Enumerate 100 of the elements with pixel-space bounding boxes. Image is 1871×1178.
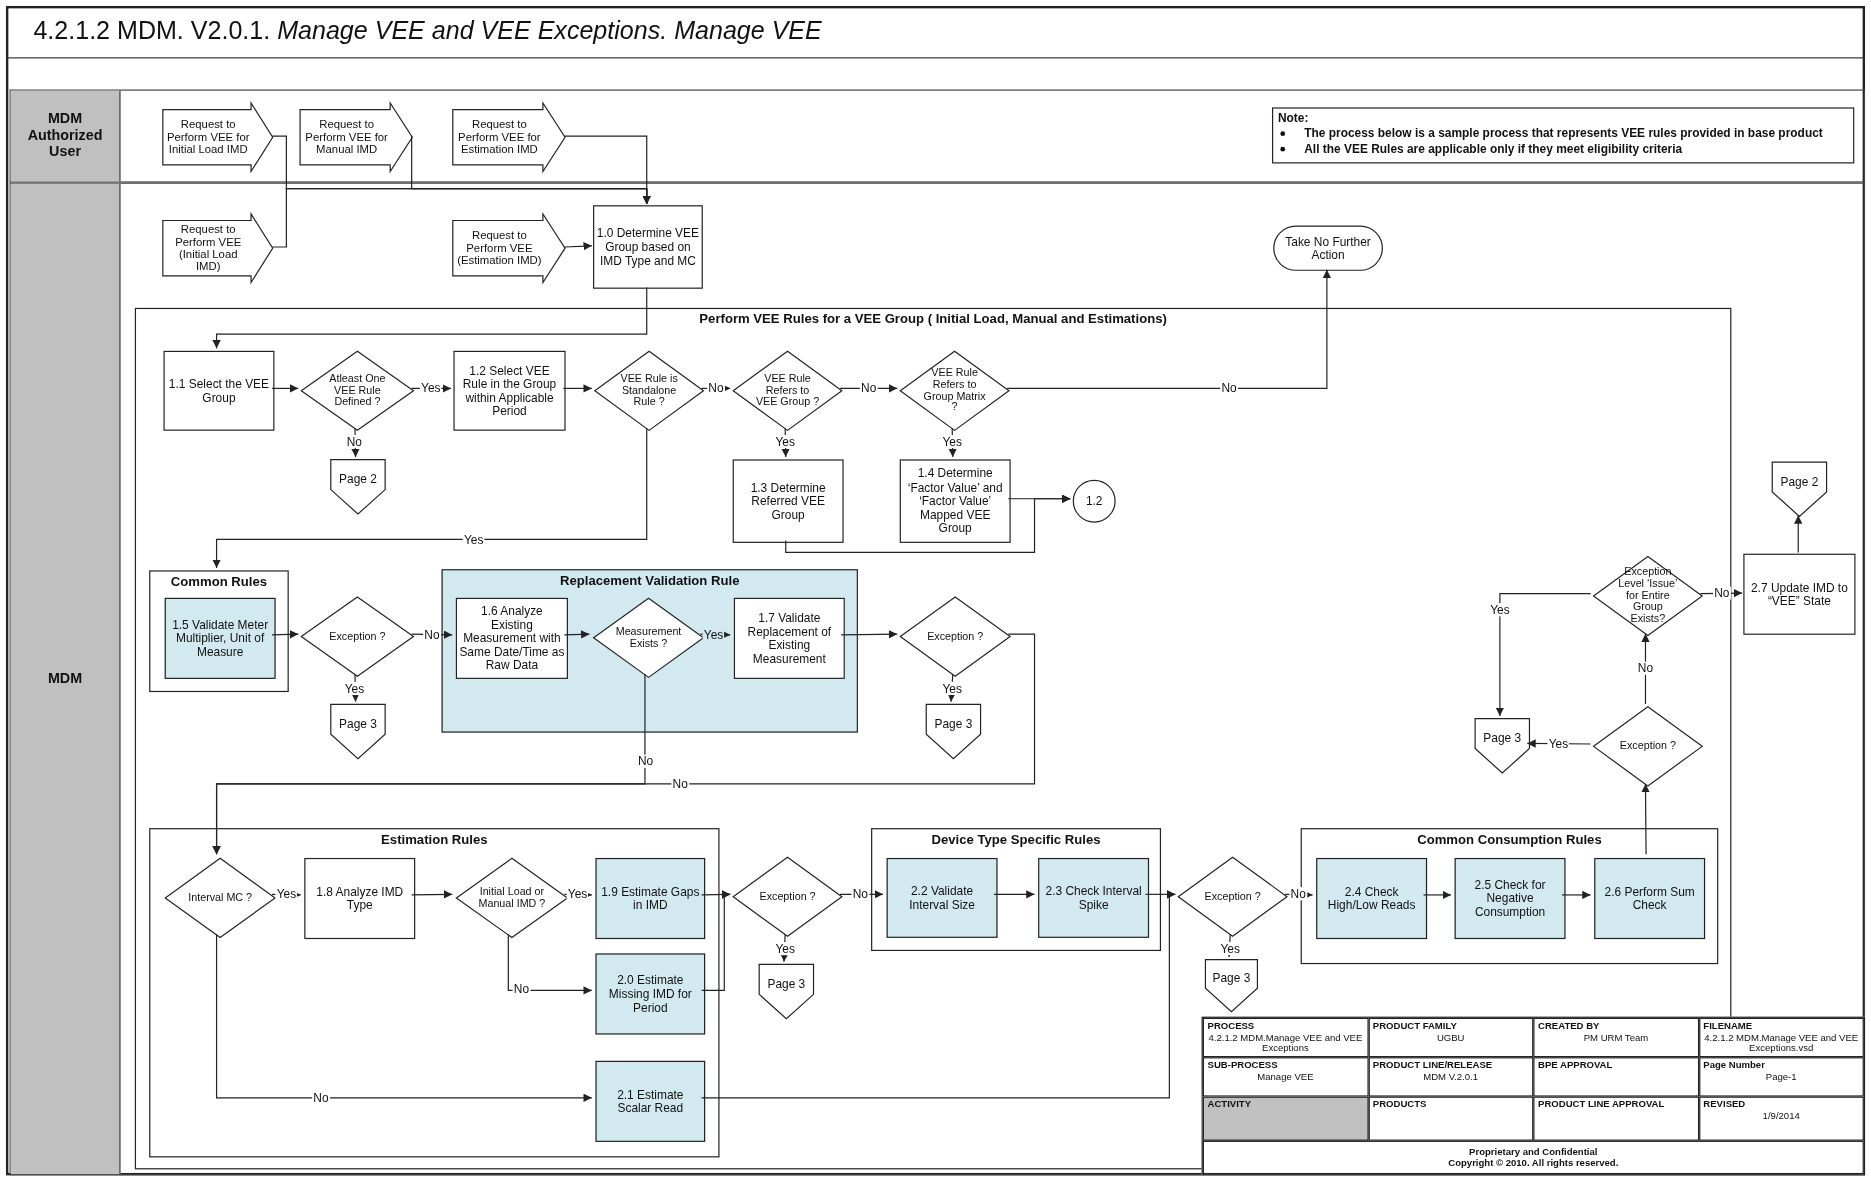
arrow: [947, 673, 956, 703]
edge-label: Yes: [1488, 603, 1511, 617]
process-box: 1.5 Validate Meter Multiplier, Unit of Measure: [164, 597, 276, 679]
arrow: [271, 384, 299, 393]
process-box: 2.0 Estimate Missing IMD for Period: [595, 953, 706, 1035]
arrow: [212, 286, 648, 350]
field-heading: CREATED BY: [1538, 1020, 1601, 1031]
arrow: [948, 427, 957, 458]
edge-label: Yes: [774, 434, 797, 449]
edge-label: No: [1220, 381, 1238, 395]
group-title: Perform VEE Rules for a VEE Group ( Initial Load, Manual and Estimations): [698, 311, 1168, 327]
edge-label: Yes: [419, 381, 442, 395]
field-heading: PRODUCT LINE APPROVAL: [1538, 1098, 1666, 1110]
arrow: [215, 933, 593, 1102]
edge-label: Yes: [702, 628, 725, 642]
decision-diamond: Exception Level ‘Issue’ for Entire Group Exists?: [1593, 556, 1703, 636]
field-heading: BPE APPROVAL: [1538, 1059, 1614, 1071]
process-box: 1.7 Validate Replacement of Existing Measurement: [733, 597, 845, 679]
footer-text: Proprietary and Confidential: [1468, 1146, 1599, 1158]
decision-diamond: Exception ?: [1593, 706, 1703, 787]
field-value: PM URM Team: [1582, 1032, 1650, 1043]
edge-label: Yes: [275, 887, 298, 901]
process-box: 2.2 Validate Interval Size: [886, 857, 998, 938]
note-heading: Note:: [1277, 110, 1310, 125]
arrow: [562, 384, 593, 393]
arrow: [411, 630, 453, 639]
field-value: 1/9/2014: [1761, 1110, 1801, 1122]
arrow: [1561, 890, 1592, 900]
field-heading: REVISED: [1703, 1098, 1747, 1110]
process-box: 1.4 Determine ‘Factor Value’ and ‘Factor Value’ Mapped VEE Group: [899, 459, 1011, 543]
field-value: 4.2.1.2 MDM.Manage VEE and VEE Exceptions.vsd: [1703, 1032, 1860, 1054]
arrow: [993, 890, 1036, 899]
request-flag: Request to Perform VEE for Manual IMD: [299, 102, 413, 172]
group-box: [441, 569, 858, 733]
process-box: 1.6 Analyze Existing Measurement with Same Date/Time as Raw Data: [455, 597, 568, 679]
off-page-connector: Page 2: [330, 459, 386, 515]
decision-diamond: Exception ?: [1177, 856, 1288, 937]
process-box: 1.2 Select VEE Rule in the Group within Applicable Period: [453, 350, 566, 431]
group-title: Common Rules: [169, 573, 269, 590]
arrow: [1495, 593, 1592, 717]
off-page-connector: Page 2: [1771, 461, 1827, 517]
process-box: 2.7 Update IMD to “VEE” State: [1743, 553, 1856, 635]
off-page-connector: Page 3: [330, 704, 386, 759]
decision-diamond: Exception ?: [300, 596, 415, 677]
edge-label: No: [312, 1091, 330, 1105]
field-heading: Page Number: [1703, 1059, 1766, 1071]
connector-circle: 1.2: [1072, 479, 1116, 523]
arrow: [840, 630, 898, 639]
decision-diamond: Exception ?: [899, 596, 1011, 677]
terminator: Take No Further Action: [1273, 225, 1383, 271]
arrow: [563, 630, 591, 639]
arrow: [699, 630, 731, 639]
arrow: [271, 630, 299, 639]
field-value: Page-1: [1764, 1071, 1798, 1083]
decision-diamond: VEE Rule is Standalone Rule ?: [594, 350, 704, 431]
process-box: 2.4 Check High/Low Reads: [1316, 857, 1428, 940]
field-value: Manage VEE: [1256, 1071, 1315, 1083]
edge-label: No: [851, 887, 870, 901]
footer-text: Copyright © 2010. All rights reserved.: [1447, 1157, 1620, 1169]
process-box: 2.5 Check for Negative Consumption: [1454, 857, 1566, 940]
process-box: 1.1 Select the VEE Group: [163, 350, 275, 431]
process-box: 1.3 Determine Referred VEE Group: [732, 459, 844, 543]
arrow: [271, 890, 302, 899]
process-box: 1.8 Analyze IMD Type: [304, 857, 416, 940]
group-box: [871, 828, 1161, 951]
decision-diamond: Initial Load or Manual IMD ?: [455, 857, 568, 938]
arrow: [839, 384, 898, 393]
note-text: The process below is a sample process that represents VEE rules provided in base product: [1304, 126, 1823, 140]
process-box: 1.9 Estimate Gaps in IMD: [595, 857, 706, 940]
edge-label: Yes: [1219, 942, 1242, 956]
process-box: 2.1 Estimate Scalar Read: [595, 1060, 706, 1142]
arrow: [1794, 514, 1803, 554]
arrow: [411, 890, 453, 899]
arrow: [1422, 890, 1452, 900]
field-heading: PRODUCTS: [1372, 1098, 1428, 1110]
field-heading: PRODUCT FAMILY: [1372, 1020, 1458, 1031]
edge-label: Yes: [1547, 736, 1570, 750]
arrow: [1284, 890, 1314, 899]
process-box: 2.6 Perform Sum Check: [1594, 857, 1706, 940]
off-page-connector: Page 3: [1205, 959, 1258, 1012]
field-heading: FILENAME: [1703, 1020, 1754, 1031]
group-title: Replacement Validation Rule: [559, 572, 741, 588]
arrow: [701, 890, 731, 991]
edge-label: No: [707, 381, 725, 395]
request-flag: Request to Perform VEE for Estimation IMD: [452, 102, 566, 172]
swimlane: [9, 89, 1866, 183]
arrow: [271, 187, 651, 248]
decision-diamond: Interval MC ?: [164, 857, 276, 938]
edge-label: No: [423, 628, 441, 642]
request-flag: Request to Perform VEE for Initial Load IMD: [162, 102, 274, 172]
edge-label: No: [1636, 661, 1655, 675]
decision-diamond: VEE Rule Refers to Group Matrix ?: [899, 350, 1010, 431]
field-heading: SUB-PROCESS: [1207, 1059, 1279, 1071]
edge-label: Yes: [566, 887, 589, 901]
lane-header: MDM: [10, 183, 121, 1175]
field-value: MDM V.2.0.1: [1422, 1071, 1480, 1083]
edge-label: No: [345, 434, 364, 449]
edge-label: No: [636, 754, 655, 768]
lane-header: MDM Authorized User: [10, 90, 121, 182]
arrow: [1007, 494, 1071, 503]
